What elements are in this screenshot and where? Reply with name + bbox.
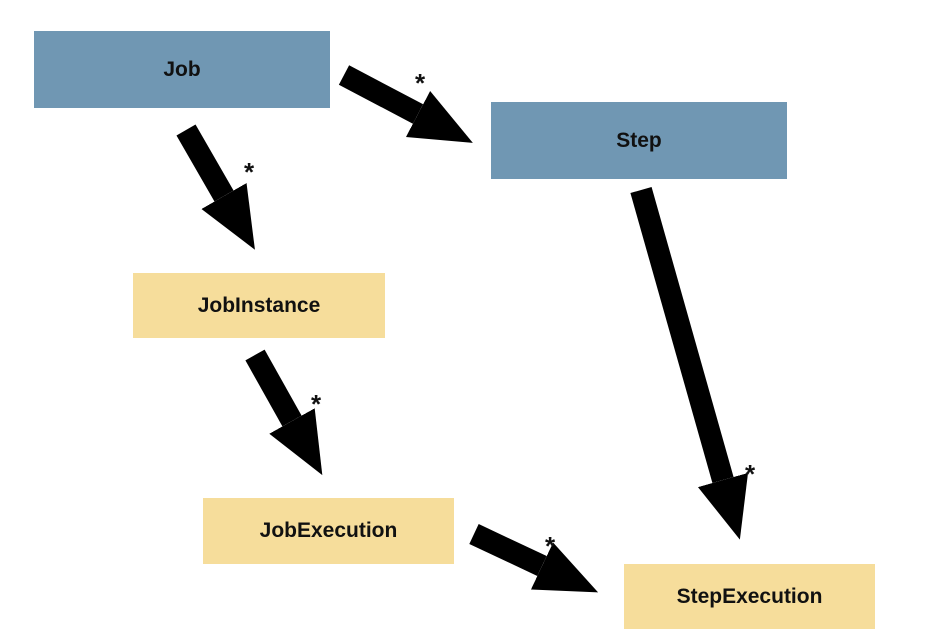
- job-instance-label: JobInstance: [197, 293, 321, 317]
- step-execution-label: StepExecution: [676, 584, 823, 608]
- job-instance-box: JobInstance: [133, 273, 385, 338]
- step-label: Step: [616, 128, 662, 152]
- multiplicity-job-jobinstance: *: [244, 157, 255, 187]
- arrow-job-to-step: [338, 65, 473, 143]
- arrow-jobinstance-to-jobexecution: [245, 349, 323, 476]
- arrow-step-to-stepexecution: [630, 187, 749, 540]
- arrow-jobexecution-to-stepexecution: [469, 524, 599, 593]
- multiplicity-job-step: *: [415, 68, 426, 98]
- job-label: Job: [163, 57, 201, 81]
- job-execution-label: JobExecution: [259, 519, 398, 542]
- job-box: Job: [34, 31, 330, 108]
- job-execution-box: JobExecution: [203, 498, 454, 564]
- multiplicity-jobinstance-jobexecution: *: [311, 389, 322, 419]
- multiplicity-step-stepexecution: *: [745, 459, 756, 489]
- step-box: Step: [491, 102, 787, 179]
- arrow-job-to-jobinstance: [176, 124, 255, 250]
- step-execution-box: StepExecution: [624, 564, 875, 629]
- multiplicity-jobexecution-stepexecution: *: [545, 531, 556, 561]
